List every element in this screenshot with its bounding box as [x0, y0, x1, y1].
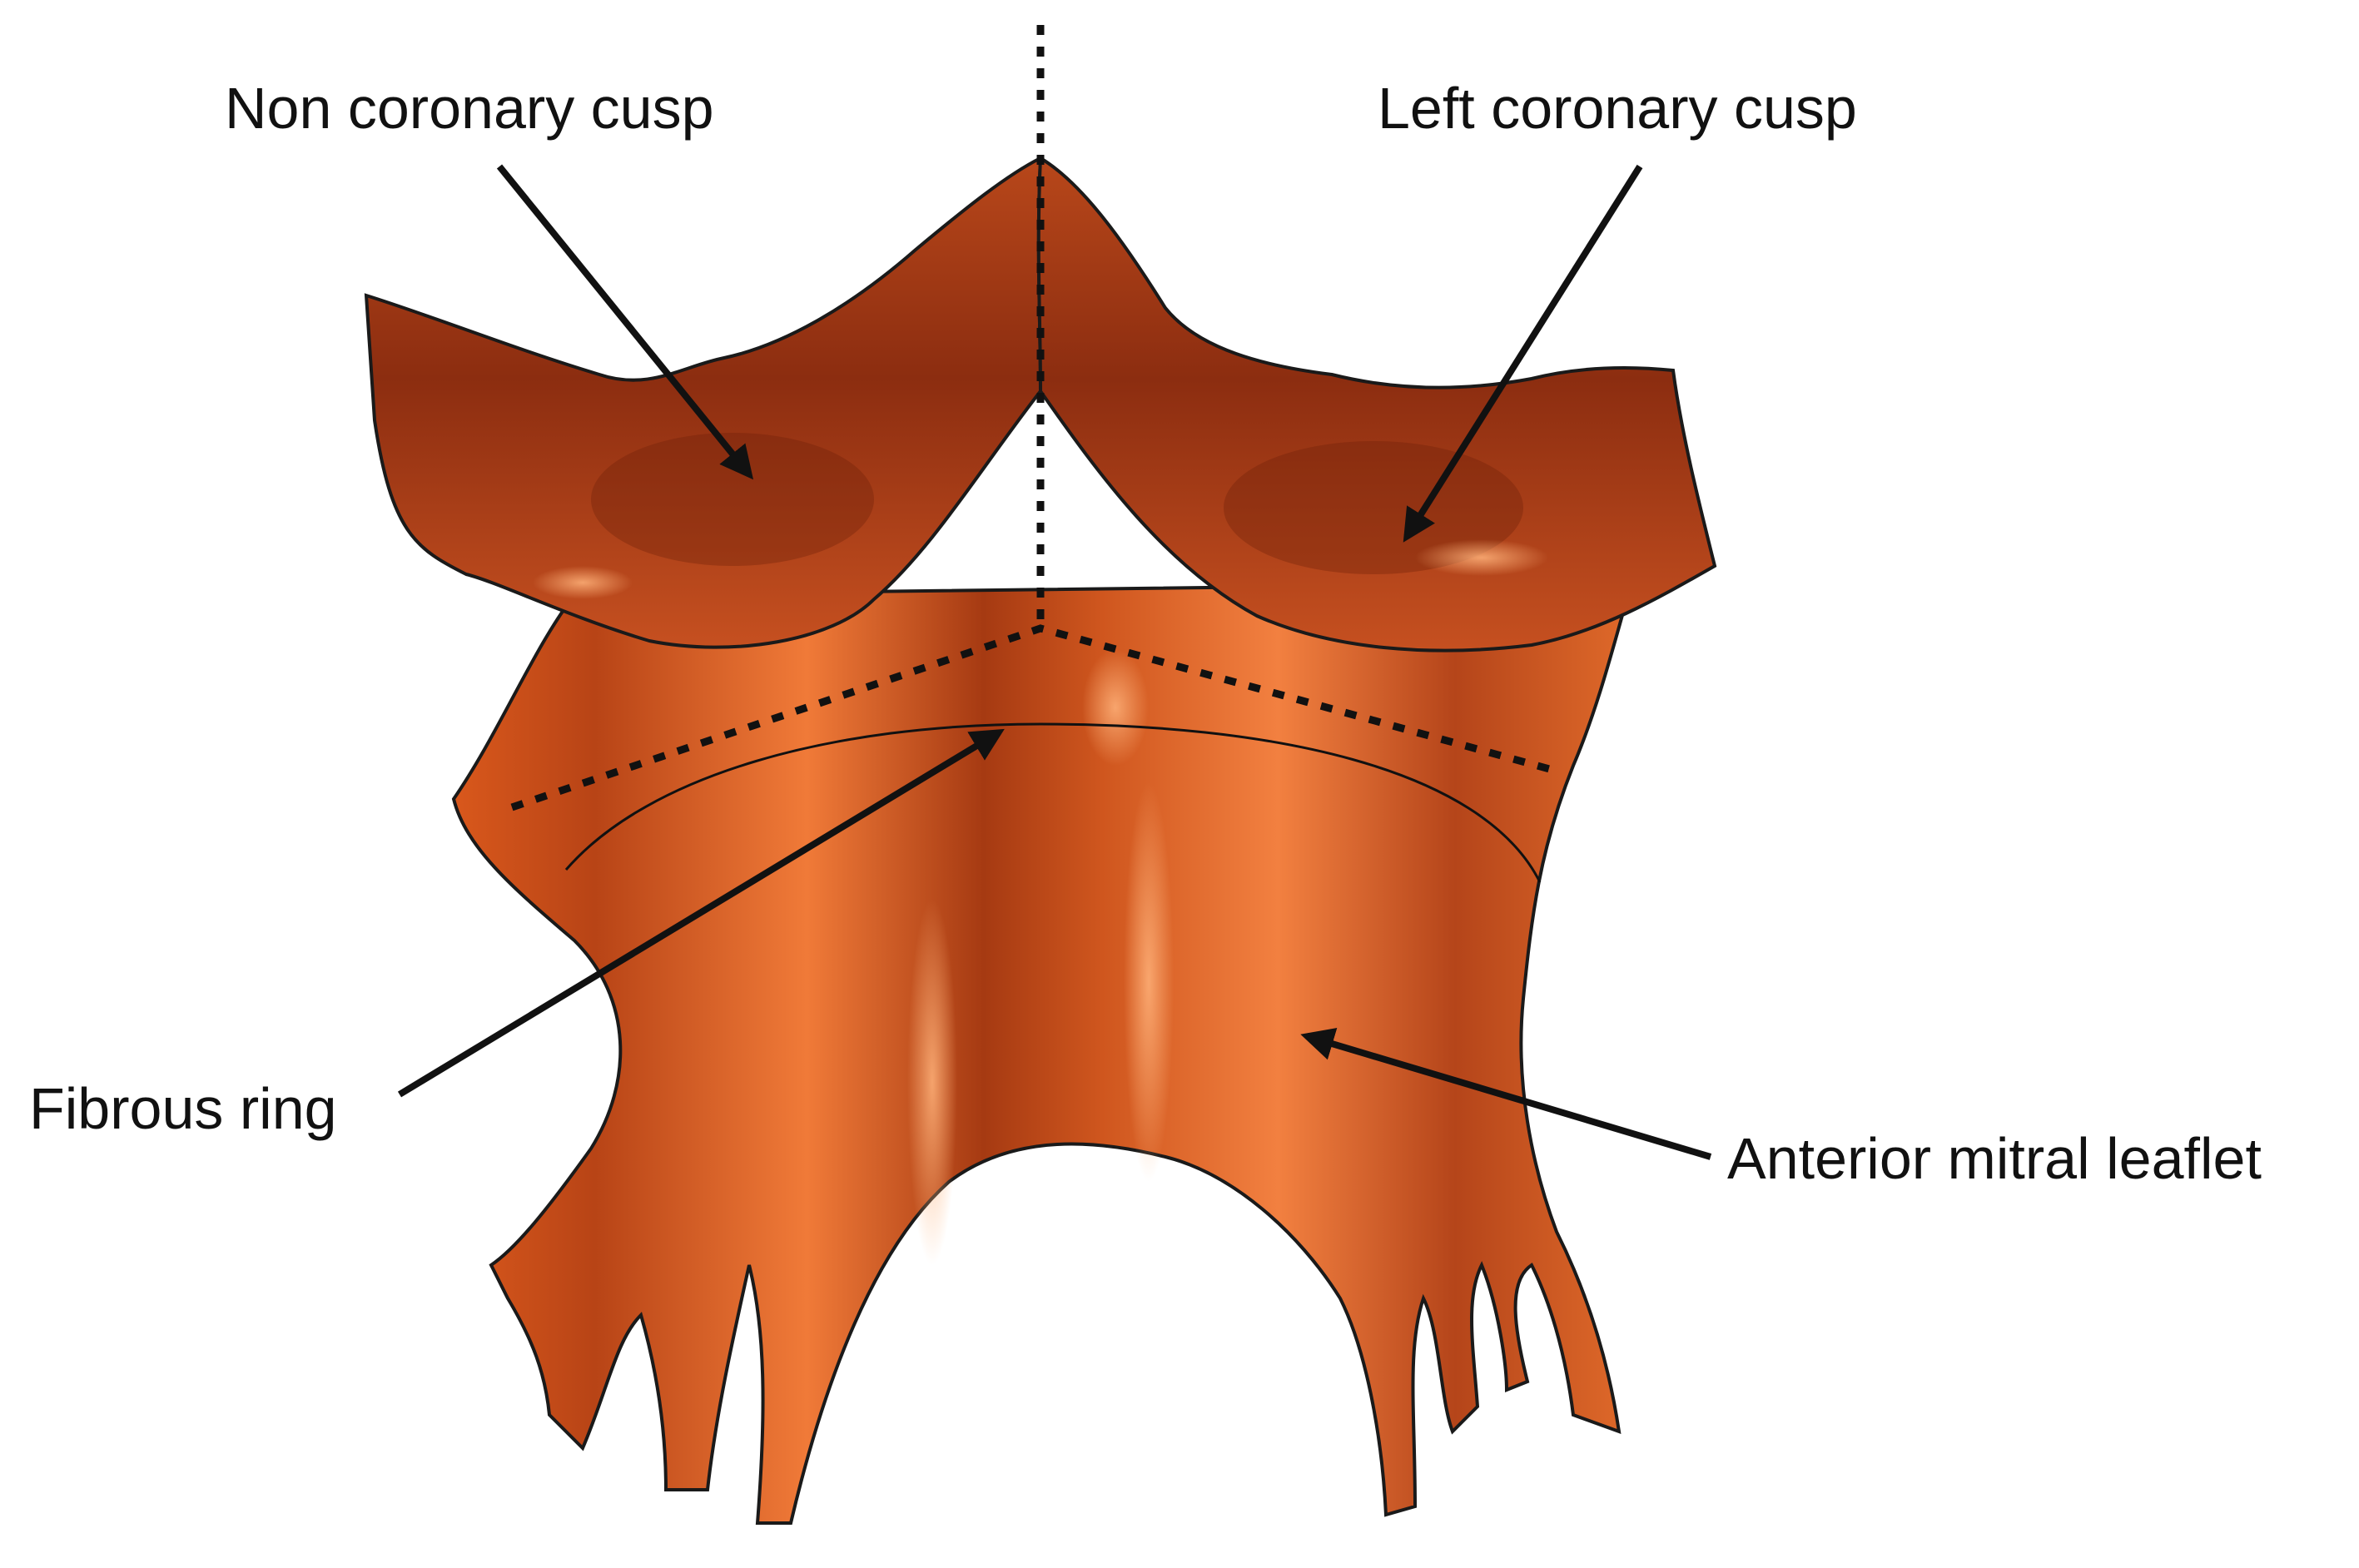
leaflet-highlight: [1082, 649, 1149, 766]
anterior-mitral-leaflet-shape: [451, 580, 1634, 1525]
anterior-mitral-leaflet-arrow: [1300, 1028, 1712, 1160]
left-coronary-cusp-arrow: [1403, 164, 1643, 543]
left-coronary-cusp-shape: [1036, 155, 1717, 653]
cusp-highlight: [1415, 539, 1548, 576]
anterior-mitral-leaflet-label: Anterior mitral leaflet: [1727, 1126, 2262, 1191]
fibrous-ring-label: Fibrous ring: [29, 1076, 337, 1141]
annulus-dashed-line: [510, 624, 1554, 811]
non-coronary-cusp-label: Non coronary cusp: [225, 76, 714, 141]
non-coronary-cusp-shape: [364, 155, 1043, 649]
leaflet-highlight: [907, 899, 957, 1265]
cusp-highlight: [533, 566, 633, 599]
non-coronary-cusp-arrow: [496, 164, 754, 480]
left-coronary-cusp-label: Left coronary cusp: [1378, 76, 1857, 141]
leaflet-highlight: [1124, 782, 1174, 1182]
cusp-shadow: [591, 433, 874, 566]
fibrous-ring-arrow: [397, 728, 1005, 1098]
fibrous-ring-arc: [564, 722, 1542, 883]
